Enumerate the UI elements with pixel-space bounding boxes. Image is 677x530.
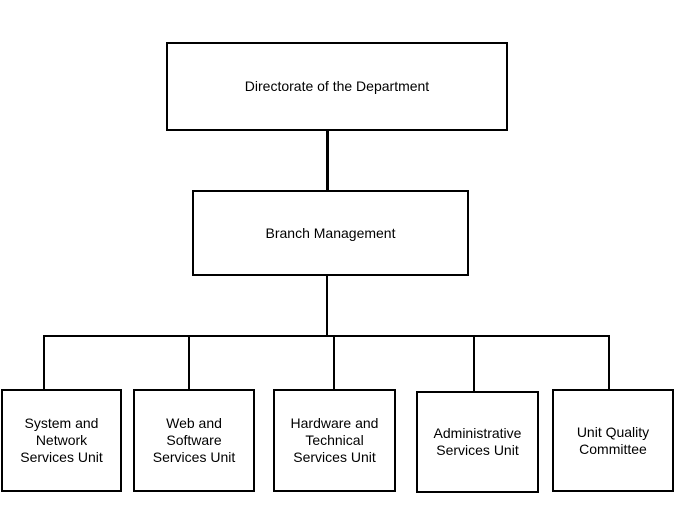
connector-branch-bus: [326, 276, 328, 337]
unit-label: Administrative Services Unit: [433, 425, 522, 458]
unit-label: Unit Quality Committee: [576, 423, 650, 457]
unit-box-web-software: Web and Software Services Unit: [133, 389, 255, 492]
connector-unit-4: [608, 335, 610, 389]
unit-label: System and Network Services Unit: [20, 415, 103, 465]
unit-box-hardware-technical: Hardware and Technical Services Unit: [273, 389, 396, 492]
unit-box-quality-committee: Unit Quality Committee: [552, 389, 674, 492]
connector-unit-0: [43, 335, 45, 389]
branch-management-box: Branch Management: [192, 190, 469, 276]
directorate-box: Directorate of the Department: [166, 42, 508, 131]
connector-unit-2: [333, 335, 335, 389]
branch-management-label: Branch Management: [265, 224, 396, 241]
connector-directorate-branch: [326, 131, 329, 190]
unit-box-system-network: System and Network Services Unit: [1, 389, 122, 492]
connector-unit-3: [473, 335, 475, 391]
connector-unit-1: [188, 335, 190, 389]
unit-label: Web and Software Services Unit: [152, 415, 236, 465]
connector-horizontal-bus: [43, 335, 610, 337]
directorate-label: Directorate of the Department: [244, 78, 430, 94]
unit-box-administrative: Administrative Services Unit: [416, 391, 539, 493]
unit-label: Hardware and Technical Services Unit: [290, 415, 379, 465]
